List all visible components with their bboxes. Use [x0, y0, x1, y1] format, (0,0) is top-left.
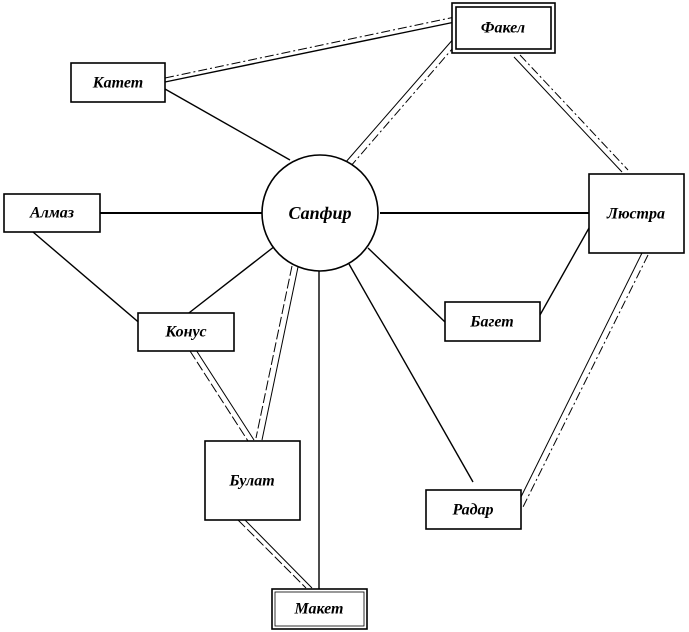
- node-sapfir-label: Сапфир: [288, 203, 351, 223]
- edge-katet-faker: [164, 21, 456, 83]
- node-konus-label: Конус: [164, 324, 206, 341]
- node-lyustra-label: Люстра: [606, 206, 665, 223]
- edge-lyustra-radar-solid: [516, 252, 643, 506]
- node-faker-label: Факел: [481, 20, 525, 37]
- node-almaz: Алмаз: [3, 193, 101, 233]
- edge-bulat-maket-b: [243, 518, 313, 589]
- edge-bulat-maket-a: [237, 519, 307, 589]
- edge-baget-lyustra: [539, 227, 590, 316]
- edge-konus-bulat-a: [189, 350, 249, 442]
- node-baget: Багет: [444, 301, 541, 342]
- node-sapfir: Сапфир: [261, 154, 379, 272]
- edge-sapfir-faker-dashdot: [349, 40, 460, 168]
- node-baget-label: Багет: [469, 314, 513, 331]
- edges: [32, 16, 649, 590]
- node-radar: Радар: [425, 489, 522, 530]
- node-bulat-label: Булат: [228, 473, 274, 490]
- edge-sapfir-radar: [348, 263, 474, 483]
- edge-sapfir-faker-solid: [344, 36, 456, 164]
- edge-sapfir-bulat-b: [261, 266, 299, 441]
- node-almaz-label: Алмаз: [29, 205, 74, 222]
- node-katet: Катет: [70, 62, 166, 103]
- edge-faker-lyustra-dashdot: [519, 54, 629, 171]
- edge-konus-bulat-b: [195, 349, 255, 441]
- node-katet-label: Катет: [92, 75, 143, 92]
- node-radar-label: Радар: [451, 502, 493, 519]
- edge-faker-lyustra-solid: [513, 56, 623, 173]
- edge-sapfir-konus: [184, 245, 276, 317]
- edge-sapfir-baget: [367, 247, 446, 323]
- node-konus: Конус: [137, 312, 235, 352]
- edge-almaz-konus: [32, 231, 151, 333]
- node-maket: Макет: [271, 588, 368, 630]
- edge-katet-sapfir: [164, 88, 291, 161]
- node-maket-label: Макет: [294, 601, 344, 618]
- node-lyustra: Люстра: [588, 173, 685, 254]
- edge-katet-faker-dashdot: [164, 16, 456, 79]
- edge-sapfir-bulat-a: [255, 265, 293, 439]
- node-bulat: Булат: [204, 440, 301, 521]
- edge-lyustra-radar-dashdot: [522, 254, 649, 508]
- node-faker: Факел: [451, 2, 556, 54]
